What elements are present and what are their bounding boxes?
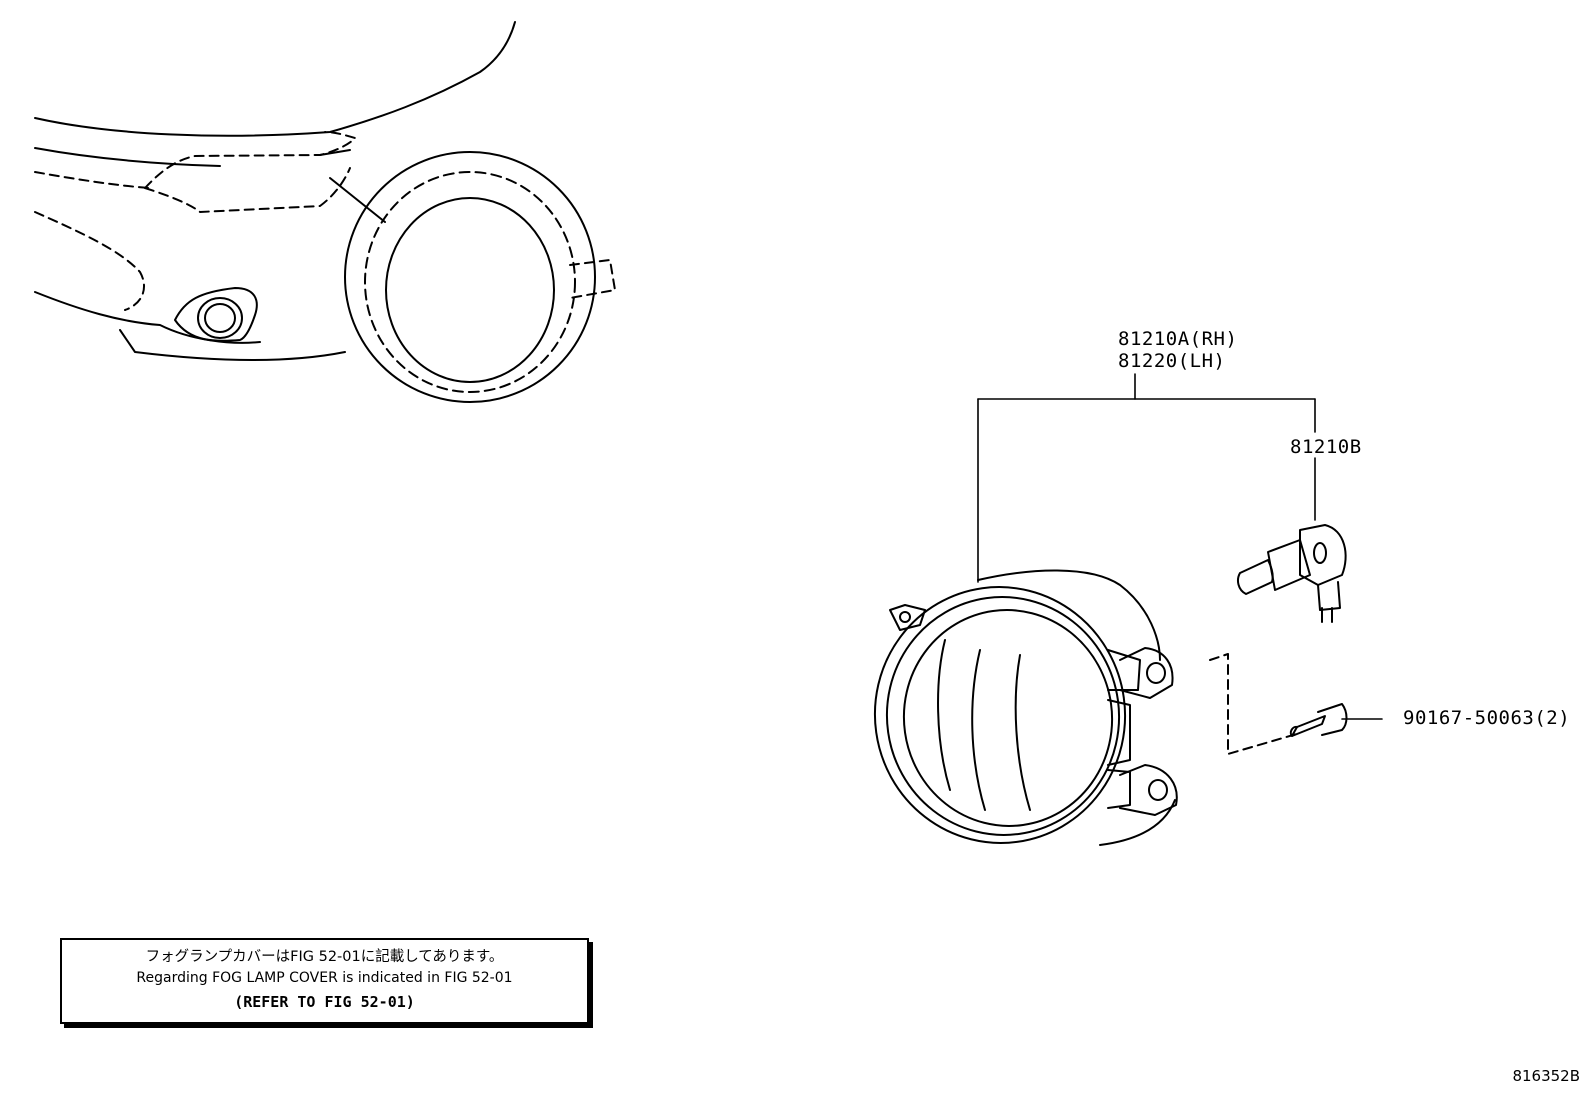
callout-lamp-lh: 81220(LH) — [1118, 350, 1226, 372]
note-reference-text: (REFER TO FIG 52-01) — [234, 993, 415, 1011]
note-japanese-text: フォグランプカバーはFIG 52-01に記載してあります。 — [145, 949, 504, 965]
reference-note: フォグランプカバーはFIG 52-01に記載してあります。 Regarding … — [60, 938, 589, 1024]
screw-assembly — [1209, 653, 1348, 755]
figure-id: 816352B — [1512, 1067, 1580, 1085]
callout-bulb: 81210B — [1290, 436, 1362, 458]
vehicle-front-illustration — [34, 21, 616, 403]
note-english-text: Regarding FOG LAMP COVER is indicated in… — [136, 970, 513, 986]
leader-lines — [977, 373, 1383, 720]
callout-screw: 90167-50063(2) — [1403, 707, 1571, 729]
callout-lamp-rh: 81210A(RH) — [1118, 328, 1238, 350]
bulb-assembly — [1237, 524, 1347, 623]
fog-lamp-assembly — [873, 569, 1178, 846]
